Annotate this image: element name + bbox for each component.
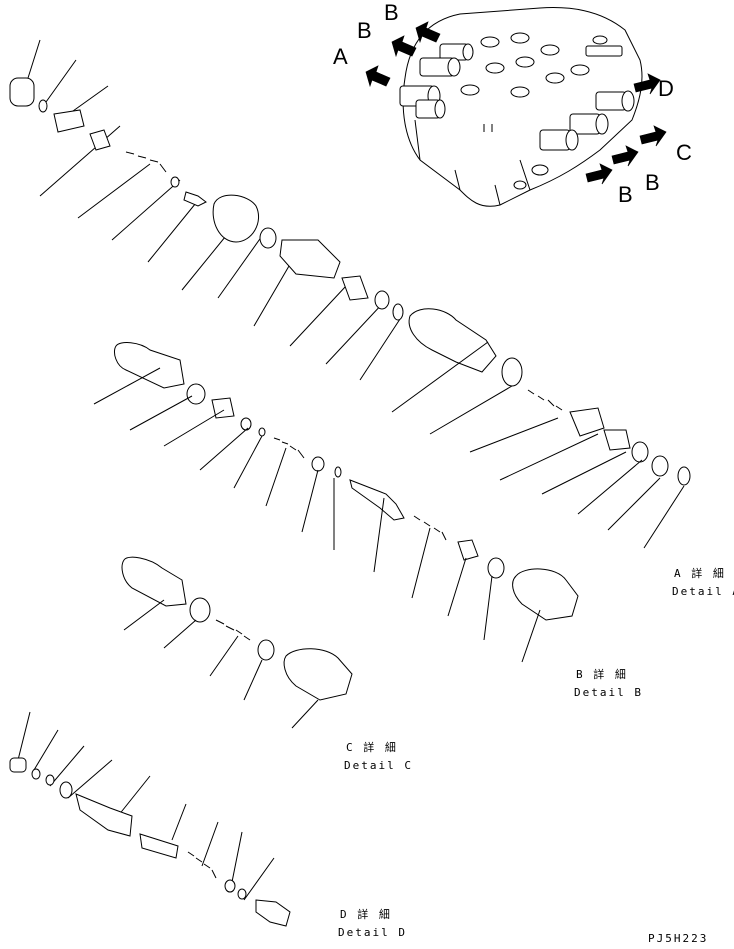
callout-d: D (658, 76, 674, 101)
callout-b-3: B (645, 170, 660, 195)
detail-b-parts (121, 556, 353, 729)
callout-b-1: B (357, 18, 372, 43)
detail-a-parts (9, 39, 691, 663)
callout-c: C (676, 140, 692, 165)
callout-a: A (333, 44, 348, 69)
detail-c-title-en: Detail C (344, 759, 413, 772)
detail-d-parts (9, 711, 291, 927)
control-valve-body (399, 7, 643, 207)
callout-b-2: B (384, 0, 399, 25)
detail-d-title-en: Detail D (338, 926, 407, 939)
detail-a-title-ja: A 詳 細 (674, 567, 726, 580)
arrow-icons (365, 21, 667, 185)
detail-b-title-en: Detail B (574, 686, 643, 699)
drawing-code: PJ5H223 (648, 932, 709, 945)
detail-b-title-ja: B 詳 細 (576, 668, 628, 681)
detail-d-title-ja: D 詳 細 (340, 908, 392, 921)
detail-a-title-en: Detail A (672, 585, 734, 598)
detail-c-title-ja: C 詳 細 (346, 741, 398, 754)
callout-b-4: B (618, 182, 633, 207)
